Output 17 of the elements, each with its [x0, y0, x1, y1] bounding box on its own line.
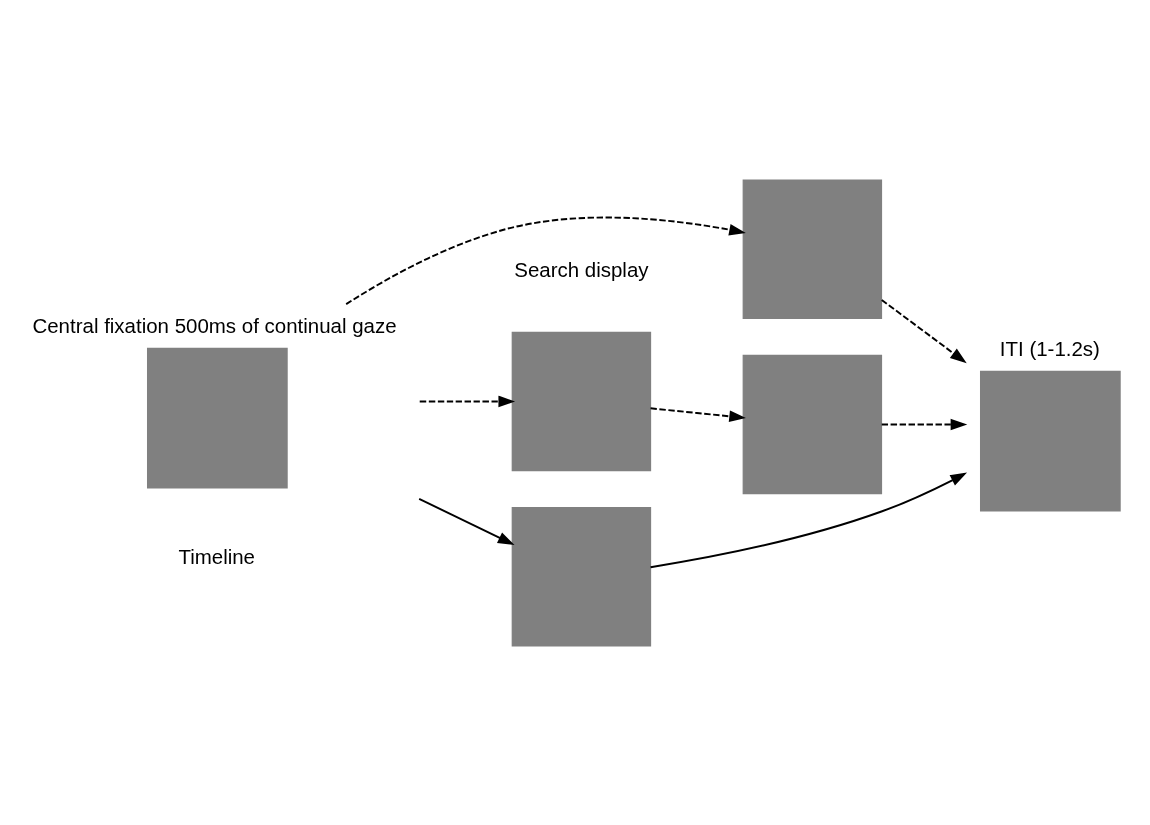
- node-box: [980, 370, 1121, 512]
- arrow: [880, 298, 967, 363]
- arrow: [418, 497, 515, 545]
- arrow: [345, 216, 746, 305]
- arrow: [649, 406, 746, 422]
- label: Search display: [514, 257, 649, 281]
- node-label: Central fixation 500ms of continual gaze: [32, 313, 397, 337]
- node-box: [742, 354, 883, 494]
- node-box: [742, 179, 883, 319]
- arrow: [880, 418, 968, 430]
- node-box: [511, 506, 652, 646]
- node-box: [511, 331, 652, 471]
- node-label: ITI (1-1.2s): [999, 336, 1100, 360]
- arrow: [649, 472, 968, 568]
- arrow: [418, 395, 516, 407]
- label: Timeline: [178, 544, 256, 568]
- node-box: [147, 347, 288, 488]
